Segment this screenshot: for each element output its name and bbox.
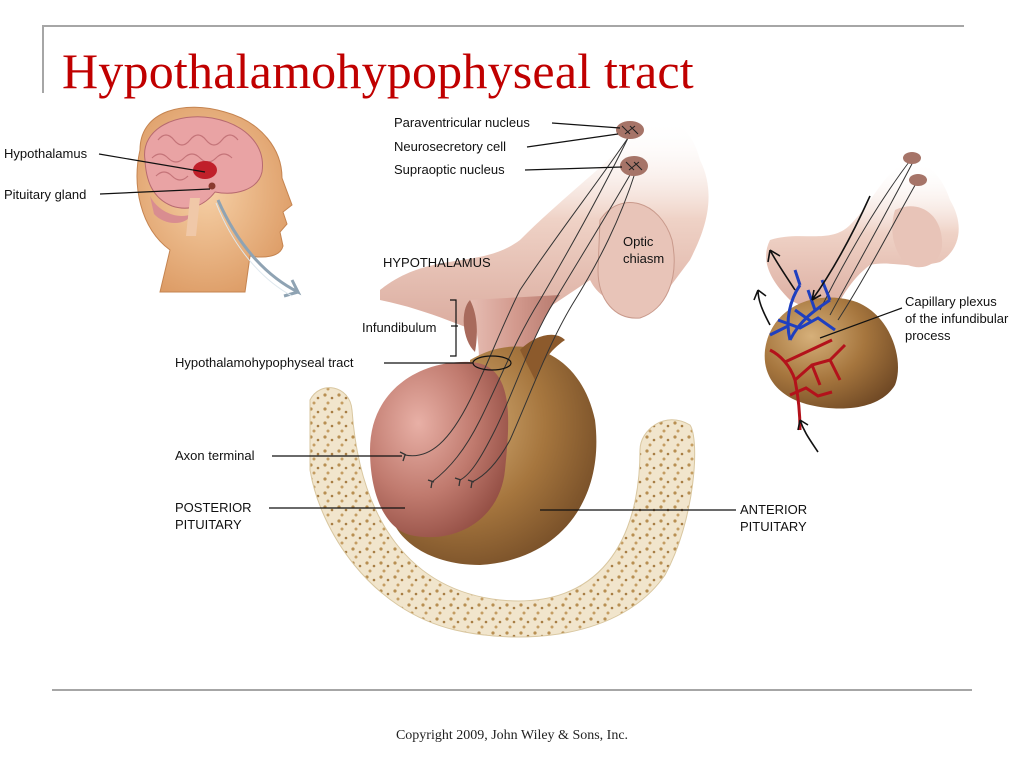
brain-gyri [151,134,239,181]
zoom-arrow [216,199,302,298]
label-axon-terminal: Axon terminal [175,448,255,463]
inset-nerve-fibers [819,157,919,321]
head-illustration [136,106,293,293]
sella-turcica-bone [309,387,696,638]
inset-hypothalamus-shape [766,161,959,320]
label-capillary-line3: process [905,328,951,343]
label-posterior-line2: PITUITARY [175,517,242,532]
paraventricular-leader [551,122,621,129]
label-supraoptic-nucleus: Supraoptic nucleus [394,162,505,177]
label-neurosecretory-cell: Neurosecretory cell [394,139,506,154]
label-hypothalamus: Hypothalamus [4,146,88,161]
label-optic-line1: Optic [623,234,654,249]
axon-terminals [399,451,475,489]
hypothalamus-region [193,161,217,179]
label-capillary-line2: of the infundibular [905,311,1009,326]
inset-arrow-top-left [767,249,796,291]
optic-chiasm-shape [597,202,675,319]
inset-arrow-bottom [797,419,819,453]
label-pituitary-gland: Pituitary gland [4,187,86,202]
posterior-pituitary-shape [370,361,509,538]
label-optic-line2: chiasm [623,251,664,266]
slide-frame-left [42,25,44,93]
inset-chiasm-shape [892,206,943,268]
cerebellum-shape [150,196,192,223]
pituitary-dot [208,182,216,190]
label-anterior-line1: ANTERIOR [740,502,807,517]
capillary-inset [753,152,959,453]
hypothalamus-leader [98,153,206,173]
label-infundibulum: Infundibulum [362,320,436,335]
label-paraventricular-nucleus: Paraventricular nucleus [394,115,530,130]
neurosecretory-leader [526,133,619,148]
label-hypothalamohypophyseal-tract: Hypothalamohypophyseal tract [175,355,354,370]
inset-arrow-left [753,289,771,326]
neurosecretory-axons [404,131,637,483]
capillary-plexus-leader [819,307,903,339]
zoom-arrow-outline [215,202,293,297]
brainstem-shape [186,198,200,236]
label-capillary-line1: Capillary plexus [905,294,997,309]
slide-title: Hypothalamohypophyseal tract [62,43,694,99]
inset-arrow-fiber [811,195,871,301]
label-hypothalamus-caps: HYPOTHALAMUS [383,255,491,270]
copyright-footer: Copyright 2009, John Wiley & Sons, Inc. [395,728,629,743]
slide-frame-top [42,25,964,27]
slide-frame-bottom [52,689,972,691]
supraoptic-leader [524,166,623,171]
hypothalamic-nuclei [616,121,648,176]
label-posterior-line1: POSTERIOR [175,500,252,515]
infundibulum-recess [463,300,477,352]
artery-plexus [769,338,847,431]
label-anterior-line2: PITUITARY [740,519,807,534]
pituitary-gland-leader [99,188,211,195]
infundibulum-bracket [450,299,457,357]
